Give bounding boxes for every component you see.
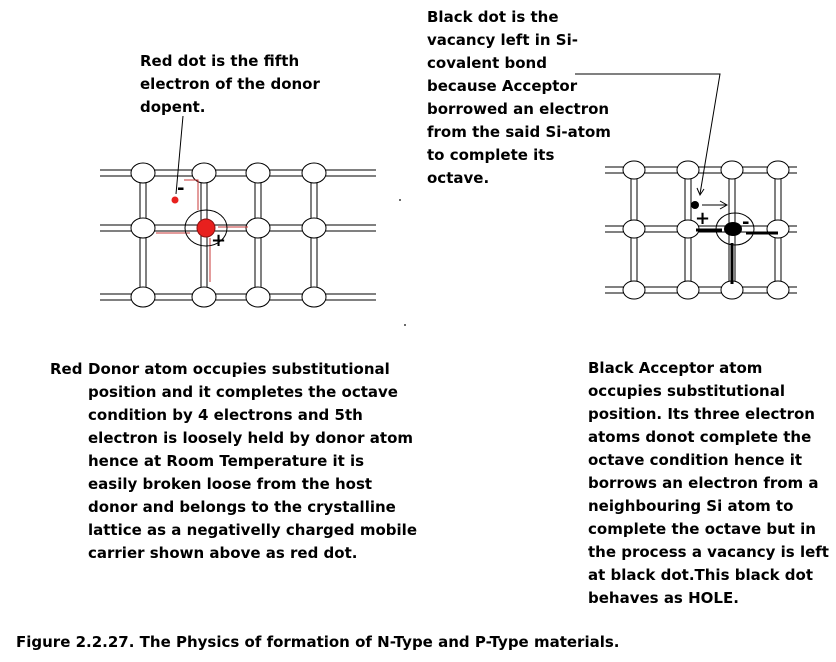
- si-atom: [622, 280, 646, 300]
- description-line: lattice as a negativelly charged mobile: [88, 521, 417, 539]
- si-atom: [245, 286, 271, 308]
- si-atom: [622, 160, 646, 180]
- si-atom: [622, 219, 646, 239]
- si-atom: [676, 280, 700, 300]
- donor-atom-core: [196, 218, 216, 238]
- note-line: Black dot is the: [427, 8, 559, 26]
- note-line: electron of the donor: [140, 75, 320, 93]
- note-line: from the said Si-atom: [427, 123, 611, 141]
- si-atom: [130, 162, 156, 184]
- note-line: borrowed an electron: [427, 100, 610, 118]
- description-line: carrier shown above as red dot.: [88, 544, 358, 562]
- hole-black-dot: [691, 201, 699, 209]
- si-atom: [245, 162, 271, 184]
- note-line: because Acceptor: [427, 77, 578, 95]
- si-atom: [720, 160, 744, 180]
- description-line: atoms donot complete the: [588, 428, 812, 446]
- red-dot-note: Red dot is the fifth electron of the don…: [140, 50, 320, 119]
- description-line: position. Its three electron: [588, 405, 815, 423]
- donor-description: Donor atom occupies substitutional posit…: [88, 358, 417, 565]
- figure-caption: Figure 2.2.27. The Physics of formation …: [16, 633, 620, 651]
- red-label: Red: [50, 360, 83, 378]
- description-line: the process a vacancy is left: [588, 543, 829, 561]
- fifth-electron-red-dot: [171, 196, 179, 204]
- si-atom: [301, 217, 327, 239]
- description-line: hence at Room Temperature it is: [88, 452, 365, 470]
- description-line: complete the octave but in: [588, 520, 816, 538]
- si-atom: [676, 160, 700, 180]
- si-atom: [130, 286, 156, 308]
- acceptor-minus-sign: -: [742, 212, 749, 233]
- description-line: occupies substitutional: [588, 382, 785, 400]
- description-line: condition by 4 electrons and 5th: [88, 406, 363, 424]
- si-atom: [766, 219, 790, 239]
- acceptor-atom-core: [724, 222, 742, 236]
- donor-plus-sign: +: [211, 230, 226, 251]
- stray-dot: [404, 324, 406, 326]
- hole-arrow-head: [719, 200, 729, 210]
- si-atom: [191, 162, 217, 184]
- acceptor-description: Black Acceptor atom occupies substitutio…: [588, 357, 829, 610]
- acceptor-bonds-thick: [696, 228, 778, 284]
- note-line: vacancy left in Si-: [427, 31, 578, 49]
- acceptor-lattice-atoms: [622, 160, 790, 300]
- si-atom: [766, 280, 790, 300]
- black-note-pointer: [575, 73, 721, 195]
- si-atom: [245, 217, 271, 239]
- description-line: position and it completes the octave: [88, 383, 398, 401]
- si-atom: [301, 286, 327, 308]
- si-atom: [301, 162, 327, 184]
- donor-lattice-atoms: [130, 162, 327, 308]
- description-line: at black dot.This black dot: [588, 566, 814, 584]
- stray-dot: [399, 199, 401, 201]
- si-atom: [191, 286, 217, 308]
- note-line: to complete its: [427, 146, 555, 164]
- description-line: neighbouring Si atom to: [588, 497, 794, 515]
- description-line: easily broken loose from the host: [88, 475, 373, 493]
- acceptor-atom-ring: [715, 212, 755, 246]
- description-line: Black Acceptor atom: [588, 359, 763, 377]
- red-note-pointer: [175, 115, 184, 195]
- black-note-pointer-head: [696, 187, 705, 197]
- note-line: Red dot is the fifth: [140, 52, 300, 70]
- note-line: dopent.: [140, 98, 206, 116]
- black-dot-note: Black dot is the vacancy left in Si- cov…: [427, 6, 611, 190]
- note-line: covalent bond: [427, 54, 547, 72]
- si-atom: [766, 160, 790, 180]
- description-line: electron is loosely held by donor atom: [88, 429, 414, 447]
- donor-atom-ring: [184, 209, 228, 247]
- description-line: behaves as HOLE.: [588, 589, 739, 607]
- description-line: donor and belongs to the crystalline: [88, 498, 396, 516]
- description-line: octave condition hence it: [588, 451, 803, 469]
- hole-plus-sign: +: [695, 208, 710, 229]
- description-line: Donor atom occupies substitutional: [88, 360, 390, 378]
- si-atom: [130, 217, 156, 239]
- electron-minus-sign: -: [177, 178, 184, 199]
- note-line: octave.: [427, 169, 490, 187]
- description-line: borrows an electron from a: [588, 474, 819, 492]
